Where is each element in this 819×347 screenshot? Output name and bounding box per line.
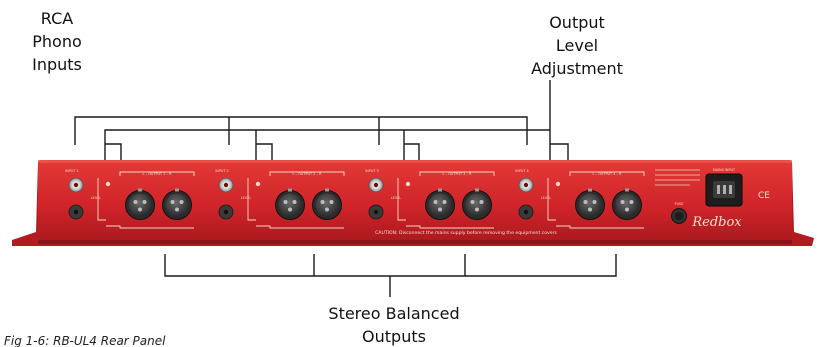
rca-inputs-leader bbox=[74, 116, 528, 145]
output-level-callout-line-2: Level bbox=[556, 36, 598, 55]
rear-panel bbox=[12, 160, 814, 246]
output-block-3: L – OUTPUT 3 – R bbox=[406, 171, 495, 229]
input-label-4: INPUT 4 bbox=[515, 169, 528, 173]
rca-inputs-callout-line-2: Phono bbox=[32, 32, 82, 51]
rca-input-1-top bbox=[68, 177, 84, 193]
stereo-outputs-callout-line-2: Outputs bbox=[362, 327, 426, 346]
level-adjust-2: LEVEL bbox=[241, 178, 261, 221]
input-label-3: INPUT 3 bbox=[365, 169, 378, 173]
rca-input-2-bottom bbox=[218, 204, 234, 220]
xlr-output-1-left bbox=[125, 188, 155, 220]
input-label-2: INPUT 2 bbox=[215, 169, 228, 173]
output-label-4: L – OUTPUT 4 – R bbox=[592, 172, 622, 176]
panel-section-3: INPUT 3 LEVEL L – OUTPUT 3 – R bbox=[365, 169, 495, 229]
output-label-1: L – OUTPUT 1 – R bbox=[142, 172, 172, 176]
output-label-3: L – OUTPUT 3 – R bbox=[442, 172, 472, 176]
figure-caption: Fig 1-6: RB-UL4 Rear Panel bbox=[4, 334, 166, 347]
panel-section-1: INPUT 1 LEVEL L – OUTPUT 1 – R bbox=[65, 169, 195, 229]
mains-label: MAINS INPUT bbox=[713, 168, 736, 172]
output-level-callout-line-3: Adjustment bbox=[531, 59, 623, 78]
fuse-holder bbox=[671, 208, 687, 224]
rca-input-2-top bbox=[218, 177, 234, 193]
ce-mark: CE bbox=[758, 191, 770, 201]
rca-input-4-bottom bbox=[518, 204, 534, 220]
panel-section-4: INPUT 4 LEVEL L – OUTPUT 4 – R bbox=[515, 169, 645, 229]
xlr-output-4-right bbox=[612, 188, 642, 220]
brand-logo: Redbox bbox=[691, 215, 742, 230]
xlr-output-3-left bbox=[425, 188, 455, 220]
caution-text: CAUTION: Disconnect the mains supply bef… bbox=[375, 230, 557, 236]
panel-sections: INPUT 1 LEVEL L – OUTPUT 1 – R INPUT 2 LEVEL… bbox=[65, 169, 645, 229]
panel-section-2: INPUT 2 LEVEL L – OUTPUT 2 – R bbox=[215, 169, 345, 229]
level-label-1: LEVEL bbox=[91, 196, 101, 200]
rca-input-4-top bbox=[518, 177, 534, 193]
rca-input-3-top bbox=[368, 177, 384, 193]
input-label-1: INPUT 1 bbox=[65, 169, 78, 173]
level-label-2: LEVEL bbox=[241, 196, 251, 200]
xlr-output-1-right bbox=[162, 188, 192, 220]
xlr-output-2-right bbox=[312, 188, 342, 220]
fuse-label: FUSE bbox=[675, 202, 684, 206]
output-label-2: L – OUTPUT 2 – R bbox=[292, 172, 322, 176]
spec-text-lines bbox=[655, 169, 700, 186]
level-adjust-4: LEVEL bbox=[541, 178, 561, 221]
xlr-output-4-left bbox=[575, 188, 605, 220]
mains-inlet bbox=[705, 173, 743, 207]
level-adjust-1: LEVEL bbox=[91, 178, 111, 221]
level-adjust-3: LEVEL bbox=[391, 178, 411, 221]
rca-input-3-bottom bbox=[368, 204, 384, 220]
xlr-output-3-right bbox=[462, 188, 492, 220]
output-block-1: L – OUTPUT 1 – R bbox=[106, 171, 195, 229]
output-block-4: L – OUTPUT 4 – R bbox=[556, 171, 645, 229]
level-label-4: LEVEL bbox=[541, 196, 551, 200]
level-label-3: LEVEL bbox=[391, 196, 401, 200]
stereo-outputs-callout-line-1: Stereo Balanced bbox=[328, 304, 459, 323]
output-level-leader bbox=[104, 80, 569, 160]
rca-inputs-callout-line-3: Inputs bbox=[32, 55, 82, 74]
output-block-2: L – OUTPUT 2 – R bbox=[256, 171, 345, 229]
rca-input-1-bottom bbox=[68, 204, 84, 220]
xlr-output-2-left bbox=[275, 188, 305, 220]
rca-inputs-callout-line-1: RCA bbox=[41, 9, 73, 28]
output-level-callout-line-1: Output bbox=[549, 13, 605, 32]
stereo-outputs-leader bbox=[164, 254, 617, 297]
